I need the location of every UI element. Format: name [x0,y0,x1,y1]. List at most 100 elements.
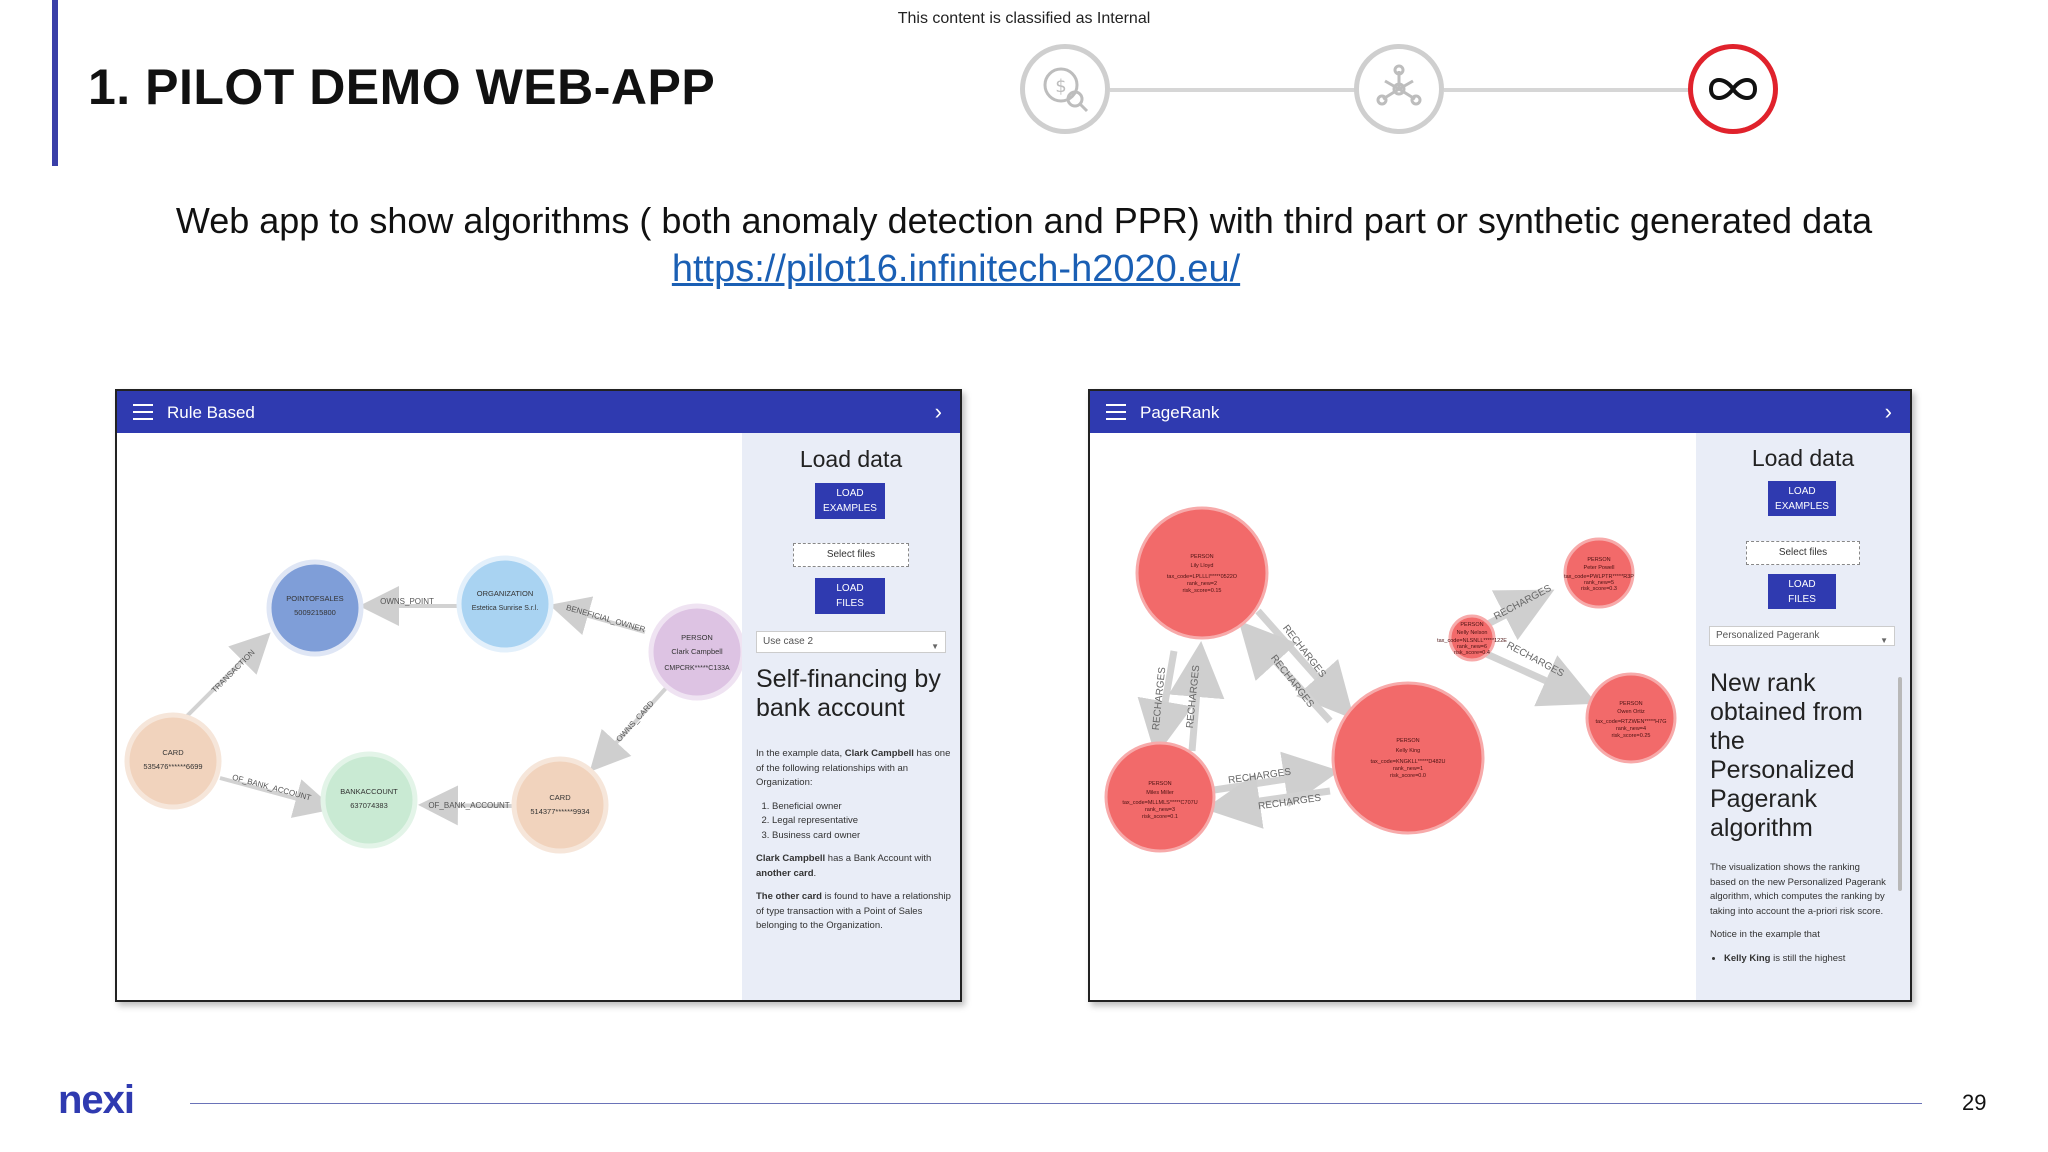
node-nelly-nelson: PERSON Nelly Nelson tax_code=NLSNLL*****… [1437,614,1507,662]
svg-text:Lily Lloyd: Lily Lloyd [1191,563,1214,569]
svg-text:rank_new=1: rank_new=1 [1393,766,1423,772]
load-examples-button[interactable]: LOAD EXAMPLES [815,483,885,519]
svg-text:tax_code=KNGKLL*****D482U: tax_code=KNGKLL*****D482U [1370,759,1445,765]
svg-text:tax_code=RTZWEN*****H7G: tax_code=RTZWEN*****H7G [1596,719,1667,725]
case-title: New rank obtained from the Personalized … [1710,669,1863,842]
sidebar-heading: Load data [799,446,903,472]
svg-text:risk_score=0.25: risk_score=0.25 [1612,733,1651,739]
algorithm-select[interactable]: Personalized Pagerank ▼ [1709,626,1895,646]
node-person: PERSON Clark Campbell CMPCRK*****C133A [648,603,742,701]
svg-text:PERSON: PERSON [1190,554,1213,560]
load-files-button[interactable]: LOAD FILES [815,578,885,614]
svg-text:Clark Campbell: Clark Campbell [671,647,723,656]
edge-label-transaction: TRANSACTION [210,648,257,695]
app-title: Rule Based [167,403,255,422]
accent-bar [52,0,58,166]
rule-based-window: Rule Based › OWNS_POINT BENEFICIAL_OWNER… [115,389,962,1002]
select-files-field[interactable]: Select files [1746,541,1860,565]
sidebar: Load data LOAD EXAMPLES Select files LOA… [1696,433,1910,1000]
load-examples-button[interactable]: LOAD EXAMPLES [1768,481,1836,516]
node-card-2: CARD 514377******9934 [511,756,609,854]
node-peter-powell: PERSON Peter Powell tax_code=PWLPTR*****… [1563,537,1635,609]
list-item: Legal representative [772,814,952,829]
svg-text:514377******9934: 514377******9934 [530,807,589,816]
edge-beneficial-owner [549,596,646,635]
hamburger-menu-icon[interactable] [1106,404,1126,420]
svg-text:rank_new=5: rank_new=5 [1584,580,1614,586]
svg-text:PERSON: PERSON [1587,557,1610,563]
svg-text:risk_score=0.1: risk_score=0.1 [1142,814,1178,820]
svg-text:535476******6699: 535476******6699 [143,762,202,771]
svg-text:5009215800: 5009215800 [294,608,336,617]
node-organization: ORGANIZATION Estetica Sunrise S.r.l. [456,555,554,653]
edge-label-of-bank-account-1: OF_BANK_ACCOUNT [231,773,312,803]
edge-recharges [1478,647,1597,707]
svg-text:risk_score=0.3: risk_score=0.3 [1581,586,1617,592]
list-item: Business card owner [772,829,952,844]
stepper-connector [1110,88,1368,92]
svg-text:rank_new=2: rank_new=2 [1187,581,1217,587]
app-title: PageRank [1140,403,1220,422]
svg-text:PERSON: PERSON [1148,781,1171,787]
node-kelly-king: PERSON Kelly King tax_code=KNGKLL*****D4… [1331,681,1485,835]
svg-text:Nelly Nelson: Nelly Nelson [1457,630,1488,636]
app-bar: Rule Based › [117,391,960,433]
svg-text:Kelly King: Kelly King [1396,748,1420,754]
node-card-1: CARD 535476******6699 [124,712,222,810]
svg-text:rank_new=4: rank_new=4 [1616,726,1646,732]
node-lily-lloyd: PERSON Lily Lloyd tax_code=LPLLLI*****05… [1135,506,1269,640]
svg-text:Peter Powell: Peter Powell [1584,565,1615,571]
app-bar: PageRank › [1090,391,1910,433]
pilot-link[interactable]: https://pilot16.infinitech-h2020.eu/ [671,248,1241,290]
stepper-connector [1444,88,1708,92]
svg-text:CMPCRK*****C133A: CMPCRK*****C133A [664,665,730,672]
progress-stepper: $ [1020,44,1780,140]
caret-down-icon: ▼ [1880,636,1888,645]
svg-text:Owen Ortiz: Owen Ortiz [1617,709,1645,715]
edge-label-beneficial-owner: BENEFICIAL_OWNER [565,603,646,634]
svg-text:PERSON: PERSON [681,633,713,642]
load-files-button[interactable]: LOAD FILES [1768,574,1836,609]
rule-graph: OWNS_POINT BENEFICIAL_OWNER OWNS_CARD TR… [124,555,742,854]
infinity-icon [1688,44,1778,134]
chevron-right-icon[interactable]: › [1884,399,1892,424]
node-bankaccount: BANKACCOUNT 637074383 [320,751,418,849]
hamburger-menu-icon[interactable] [133,404,153,420]
edge-owns-card [589,674,679,772]
edge-transaction [185,632,271,718]
svg-text:Miles Miller: Miles Miller [1146,790,1174,796]
case-title: Self-financing by bank account [756,665,941,722]
edge-label-of-bank-account-2: OF_BANK_ACCOUNT [428,801,509,810]
network-icon [1354,44,1444,134]
svg-text:PERSON: PERSON [1396,738,1419,744]
node-miles-miller: PERSON Miles Miller tax_code=MLLMLS*****… [1104,741,1216,853]
footer-divider [190,1103,1922,1104]
edge-recharges [1478,589,1555,641]
node-pointofsales: POINTOFSALES 5009215800 [266,559,364,657]
edge-recharges [1204,773,1331,829]
chevron-right-icon[interactable]: › [934,399,942,424]
scrollbar[interactable] [1898,677,1902,891]
classification-notice: This content is classified as Internal [897,10,1151,27]
svg-text:risk_score=0.15: risk_score=0.15 [1183,588,1222,594]
list-item: Beneficial owner [772,800,952,815]
edge-label-owns-point: OWNS_POINT [380,597,434,606]
edge-label: RECHARGES [1492,583,1553,623]
svg-text:CARD: CARD [162,748,184,757]
svg-text:ORGANIZATION: ORGANIZATION [477,589,534,598]
svg-text:BANKACCOUNT: BANKACCOUNT [340,787,398,796]
case-description: The visualization shows the ranking base… [1710,861,1886,966]
svg-text:$: $ [1055,76,1066,97]
use-case-select[interactable]: Use case 2 ▼ [756,631,946,653]
svg-text:risk_score=0.0: risk_score=0.0 [1390,773,1426,779]
sidebar: Load data LOAD EXAMPLES Select files LOA… [742,433,960,1000]
select-files-field[interactable]: Select files [793,543,909,567]
svg-text:rank_new=3: rank_new=3 [1145,807,1175,813]
page-number: 29 [1962,1090,1987,1115]
svg-text:tax_code=MLLMLS*****C707U: tax_code=MLLMLS*****C707U [1122,800,1197,806]
select-value: Use case 2 [763,636,814,647]
svg-text:tax_code=PWLPTR*****R3P: tax_code=PWLPTR*****R3P [1564,574,1634,580]
edge-label-owns-card: OWNS_CARD [614,699,656,744]
select-value: Personalized Pagerank [1716,630,1820,641]
edge-recharges [1168,641,1225,752]
